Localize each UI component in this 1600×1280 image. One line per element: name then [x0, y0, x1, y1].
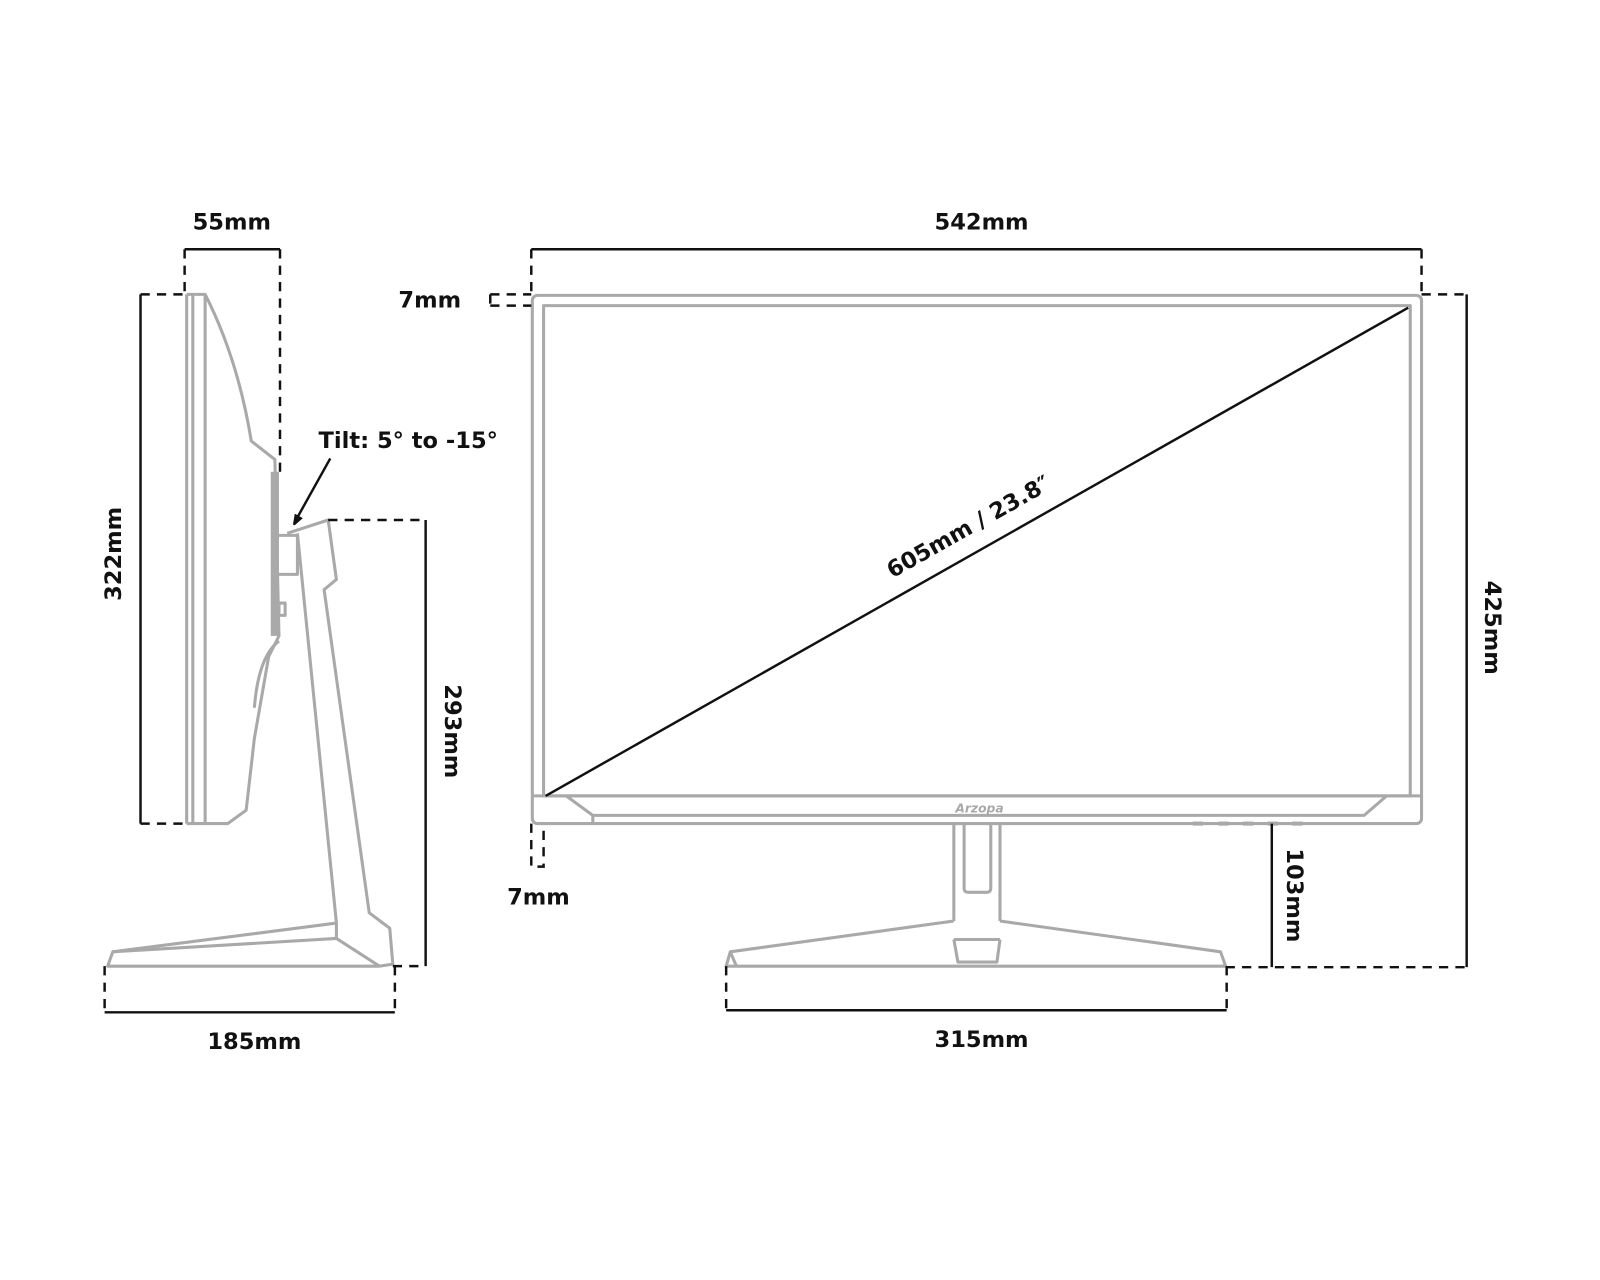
tilt-arrow-icon	[295, 457, 332, 521]
side-monitor-outline	[185, 292, 287, 826]
panel-height-label: 322mm	[101, 507, 127, 601]
top-bezel-label: 7mm	[398, 288, 461, 314]
stand-height-label: 293mm	[439, 684, 465, 778]
width-label: 542mm	[935, 210, 1029, 236]
side-view: 55mm 322mm 293mm 185mm Tilt: 5° to -15°	[101, 210, 498, 1055]
brand-logo: Arzopa	[954, 801, 1003, 815]
bottom-bezel-dimension	[530, 823, 545, 868]
front-stand-outline	[724, 823, 1228, 968]
total-height-label: 425mm	[1479, 581, 1505, 675]
top-bezel-dimension	[489, 293, 532, 307]
diagonal-label: 605mm / 23.8″	[883, 471, 1056, 584]
stand-clearance-label: 103mm	[1281, 848, 1307, 942]
bottom-bezel-label: 7mm	[507, 885, 570, 911]
tilt-label: Tilt: 5° to -15°	[318, 428, 497, 454]
base-depth-label: 185mm	[207, 1029, 301, 1055]
diagonal-line	[545, 306, 1409, 797]
base-width-label: 315mm	[935, 1027, 1029, 1053]
depth-label: 55mm	[193, 210, 271, 236]
front-view: Arzopa 605mm / 23.8″ 542mm 7mm 7mm 425mm…	[398, 210, 1505, 1053]
side-stand-outline	[106, 518, 395, 968]
